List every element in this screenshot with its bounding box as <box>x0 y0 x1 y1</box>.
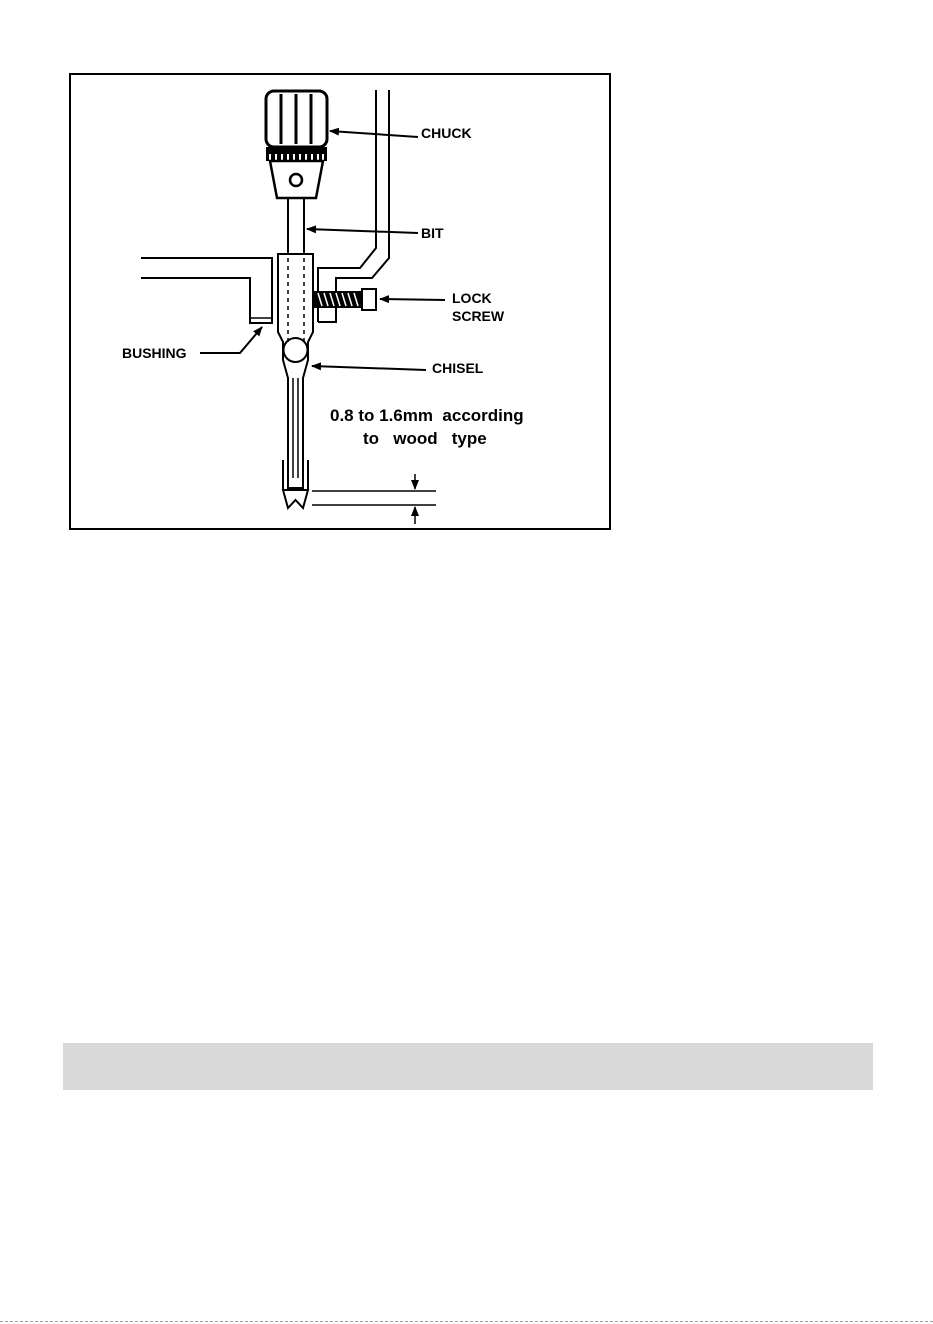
housing-left <box>141 258 272 323</box>
chuck-icon <box>266 91 327 198</box>
chisel-body <box>278 254 313 490</box>
section-header-bar <box>63 1043 873 1090</box>
bushing-arrow-icon <box>200 327 262 353</box>
lock-screw-icon <box>314 289 376 310</box>
bit-shaft <box>288 198 304 254</box>
chuck-arrow-icon <box>330 131 418 137</box>
label-lock-screw-line1: LOCK <box>452 290 492 306</box>
bit-tip-icon <box>283 490 308 508</box>
label-lock-screw-line2: SCREW <box>452 308 505 324</box>
housing-right <box>318 90 389 322</box>
gap-note-line2: to wood type <box>363 429 487 448</box>
label-chisel: CHISEL <box>432 360 484 376</box>
label-bit: BIT <box>421 225 444 241</box>
gap-dimension <box>312 474 436 524</box>
chisel-arrow-icon <box>312 366 426 370</box>
label-bushing: BUSHING <box>122 345 187 361</box>
gap-note-line1: 0.8 to 1.6mm according <box>330 406 524 425</box>
lock-screw-arrow-icon <box>380 299 445 300</box>
bit-arrow-icon <box>307 229 418 233</box>
label-chuck: CHUCK <box>421 125 472 141</box>
page-bottom-rule <box>0 1321 933 1322</box>
